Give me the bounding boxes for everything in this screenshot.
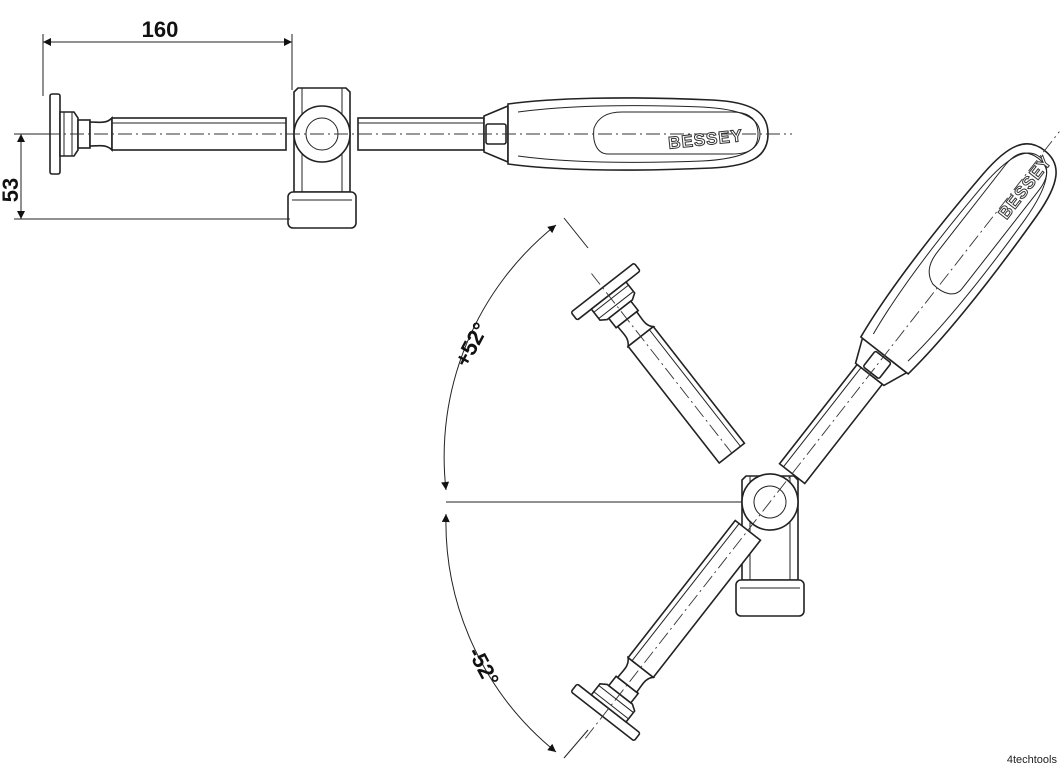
angle-upper-label: +52° [450, 318, 494, 370]
angle-arc [441, 217, 589, 759]
clamp-side-view [21, 87, 793, 229]
watermark: 4techtools [1006, 754, 1057, 766]
dimension-length [42, 34, 293, 96]
clamp-rotated-view [446, 106, 1063, 764]
angle-lower-label: -52° [463, 643, 504, 691]
dimension-length-label: 160 [142, 17, 179, 42]
dimension-height-label: 53 [0, 178, 23, 202]
dimension-height [14, 133, 290, 220]
